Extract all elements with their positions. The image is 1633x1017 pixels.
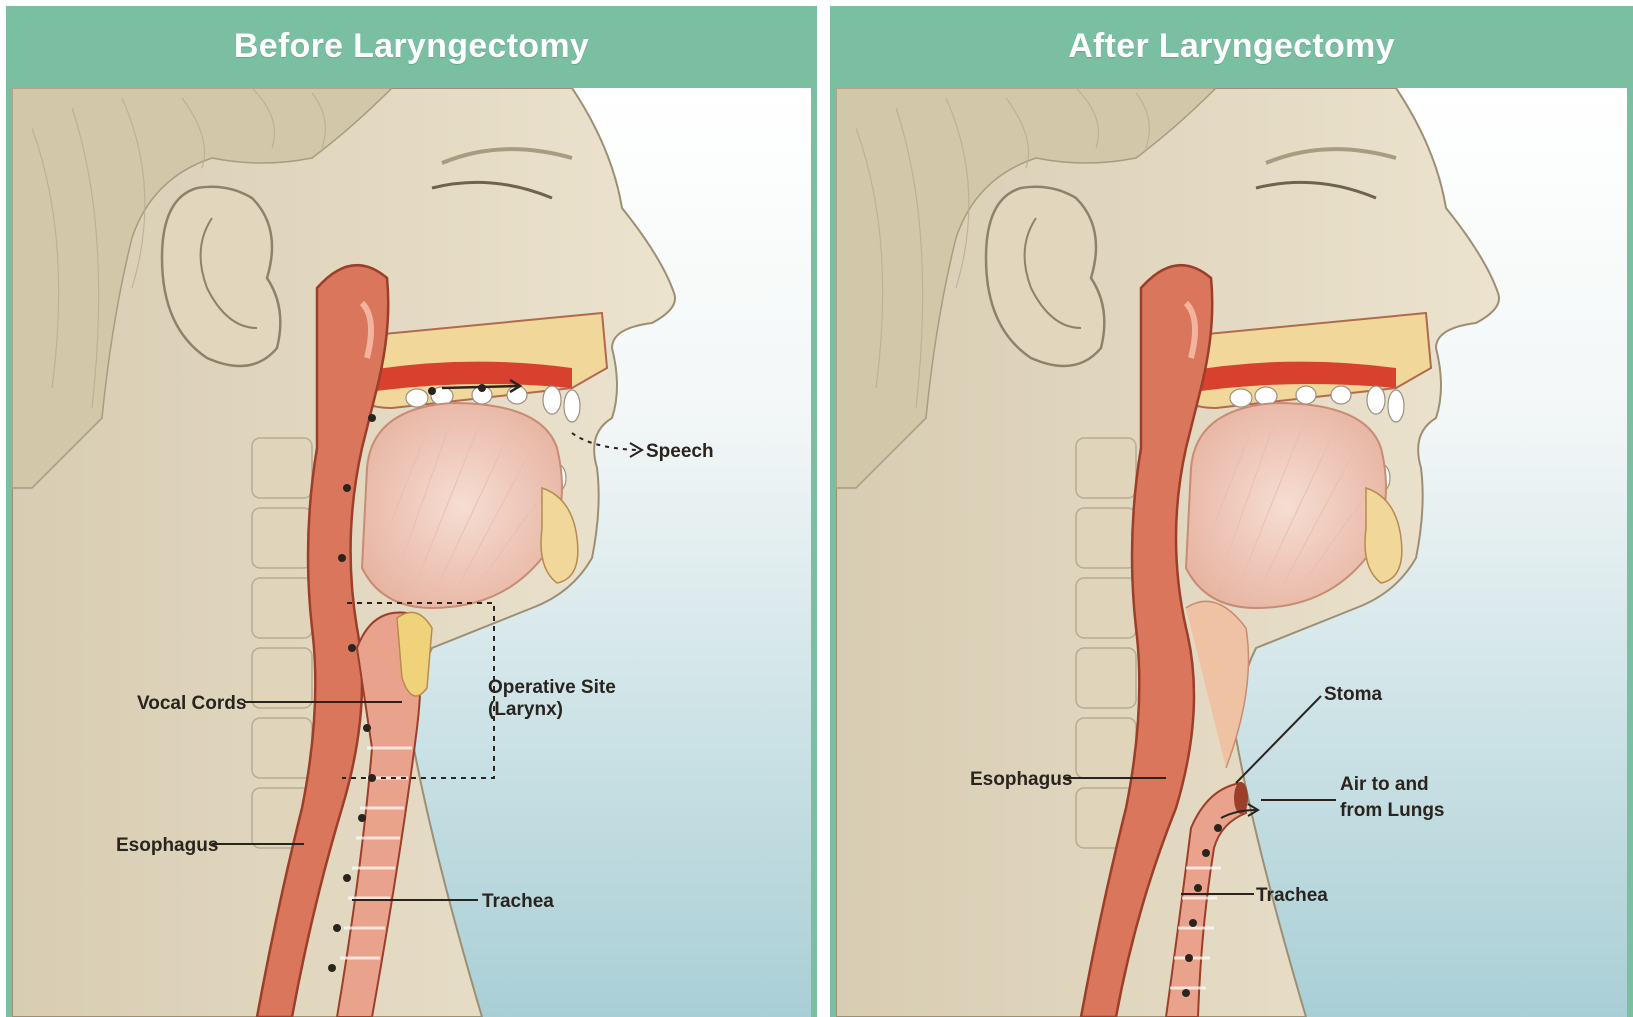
label-trachea: Trachea <box>482 891 554 912</box>
label-speech: Speech <box>646 441 714 462</box>
after-laryngectomy-panel: After Laryngectomy <box>830 6 1633 1017</box>
label-operative-site: Operative Site <box>488 677 616 698</box>
before-laryngectomy-panel: Before Laryngectomy <box>6 6 817 1017</box>
before-illustration: Speech Operative Site (Larynx) Vocal Cor… <box>12 88 811 1017</box>
label-stoma: Stoma <box>1324 684 1383 705</box>
after-panel-title: After Laryngectomy <box>830 6 1633 86</box>
label-esophagus: Esophagus <box>116 835 218 856</box>
after-anatomy-svg: Stoma Esophagus Air to and from Lungs Tr… <box>836 88 1627 1017</box>
after-illustration: Stoma Esophagus Air to and from Lungs Tr… <box>836 88 1627 1017</box>
before-anatomy-svg: Speech Operative Site (Larynx) Vocal Cor… <box>12 88 811 1017</box>
label-operative-site-larynx: (Larynx) <box>488 699 563 720</box>
label-vocal-cords: Vocal Cords <box>137 693 246 714</box>
label-air-line1: Air to and <box>1340 774 1429 795</box>
stoma-opening <box>1234 782 1248 814</box>
label-esophagus: Esophagus <box>970 769 1072 790</box>
label-air-line2: from Lungs <box>1340 800 1445 821</box>
label-trachea: Trachea <box>1256 885 1328 906</box>
before-panel-title: Before Laryngectomy <box>6 6 817 86</box>
